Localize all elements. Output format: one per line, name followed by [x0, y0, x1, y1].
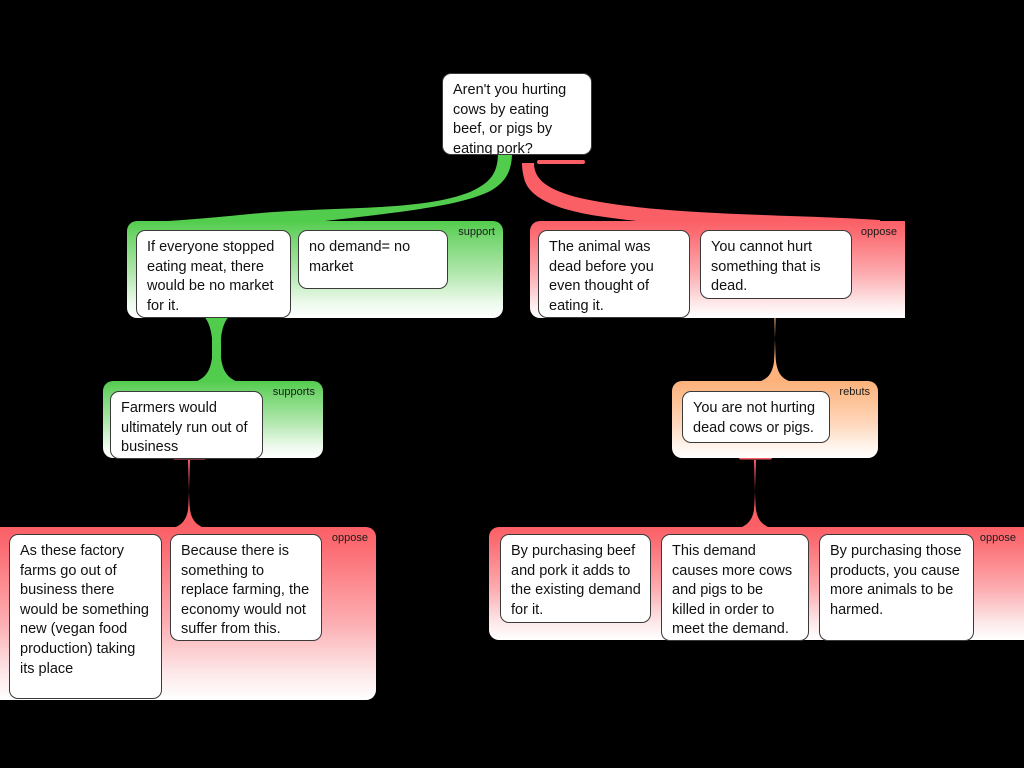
root-node[interactable]: Aren't you hurting cows by eating beef, …: [442, 73, 592, 155]
group-label-rebuts: rebuts: [839, 386, 870, 398]
connector-cap-oppose: [537, 160, 585, 164]
group-label-oppose-top: oppose: [860, 226, 897, 238]
group-label-supports: supports: [272, 386, 315, 398]
group-label-support: support: [458, 226, 495, 238]
node-oppose-more-killed[interactable]: This demand causes more cows and pigs to…: [661, 534, 809, 641]
node-oppose-cannot-hurt[interactable]: You cannot hurt something that is dead.: [700, 230, 852, 299]
group-label-oppose-bottom-left: oppose: [331, 532, 368, 544]
node-support-no-demand[interactable]: no demand= no market: [298, 230, 448, 289]
node-supports-farmers-run-out[interactable]: Farmers would ultimately run out of busi…: [110, 391, 263, 459]
connector-support-to-supports: [190, 310, 243, 382]
node-oppose-adds-demand[interactable]: By purchasing beef and pork it adds to t…: [500, 534, 651, 623]
group-label-oppose-bottom-right: oppose: [979, 532, 1016, 544]
connector-supports-to-oppose-left: [170, 460, 208, 529]
node-oppose-replace-farming[interactable]: Because there is something to replace fa…: [170, 534, 322, 641]
node-oppose-factory-farms[interactable]: As these factory farms go out of busines…: [9, 534, 162, 699]
connector-oppose-to-rebuts: [758, 308, 792, 382]
node-rebuts-not-hurting-dead[interactable]: You are not hurting dead cows or pigs.: [682, 391, 830, 443]
connector-root-to-oppose: [522, 163, 880, 234]
node-oppose-animal-dead[interactable]: The animal was dead before you even thou…: [538, 230, 690, 318]
connector-root-to-support: [150, 152, 512, 236]
node-oppose-more-harmed[interactable]: By purchasing those products, you cause …: [819, 534, 974, 641]
node-support-no-market[interactable]: If everyone stopped eating meat, there w…: [136, 230, 291, 318]
connector-rebuts-to-oppose-right: [736, 460, 774, 529]
